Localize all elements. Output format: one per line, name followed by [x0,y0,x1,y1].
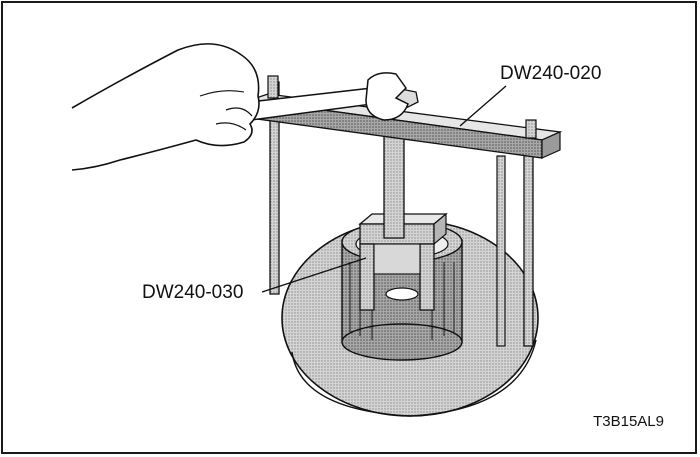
callout-bar-tool: DW240-020 [500,63,602,84]
hand [71,43,260,171]
figure-code: T3B15AL9 [593,413,664,430]
callout-puller-tool: DW240-030 [142,282,244,303]
leader-lines [261,85,507,293]
